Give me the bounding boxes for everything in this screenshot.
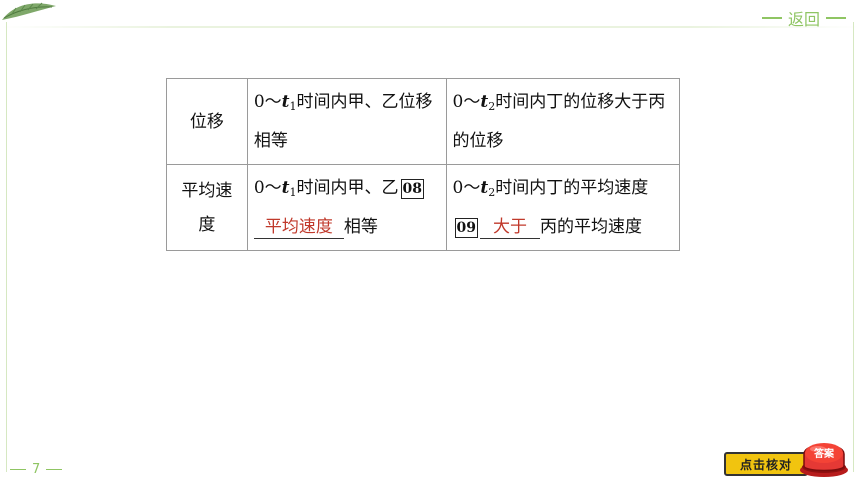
check-answer-button[interactable]: 点击核对 答案 <box>724 436 852 480</box>
time-variable: t <box>281 92 290 112</box>
page-frame <box>6 22 854 472</box>
comparison-table: 位移 0～t1时间内甲、乙位移相等 0～t2时间内丁的位移大于丙的位移 平均速度… <box>166 78 681 251</box>
cell-text: 时间内丁的位移大于丙的位移 <box>452 92 666 151</box>
blank-number-08: 08 <box>400 178 424 199</box>
leaf-decoration-icon <box>2 2 56 20</box>
cell-displacement-jia-yi: 0～t1时间内甲、乙位移相等 <box>246 78 447 165</box>
back-button[interactable]: 返回 <box>761 6 846 30</box>
time-subscript: 1 <box>289 186 297 199</box>
check-answer-bar[interactable]: 点击核对 <box>724 452 808 476</box>
cell-suffix: 丙的平均速度 <box>540 217 642 237</box>
blank-number-09: 09 <box>454 217 478 238</box>
cell-text: 时间内丁的平均速度 <box>495 178 649 198</box>
page-number-value: 7 <box>32 462 41 477</box>
time-subscript: 2 <box>488 186 496 199</box>
cell-text: 时间内甲、乙位移相等 <box>253 92 433 151</box>
cell-suffix: 相等 <box>343 217 378 237</box>
header-rule <box>0 26 860 28</box>
time-subscript: 1 <box>289 100 297 113</box>
answer-blank-09[interactable]: 大于 <box>480 216 540 239</box>
time-variable: t <box>480 92 489 112</box>
page-dash-left <box>10 469 26 470</box>
answer-blank-08[interactable]: 平均速度 <box>253 216 344 239</box>
page-number: 7 <box>10 462 63 477</box>
back-dash-left <box>761 17 782 19</box>
answer-badge-label: 答案 <box>813 447 835 460</box>
page-dash-right <box>46 469 63 470</box>
time-variable: t <box>281 178 290 198</box>
interval-prefix: 0～ <box>452 178 481 198</box>
interval-prefix: 0～ <box>253 92 282 112</box>
back-dash-right <box>826 17 846 19</box>
interval-prefix: 0～ <box>452 92 481 112</box>
row-label-displacement: 位移 <box>166 78 248 165</box>
cell-text: 时间内甲、乙 <box>296 178 399 198</box>
cell-displacement-bing-ding: 0～t2时间内丁的位移大于丙的位移 <box>445 78 681 165</box>
time-subscript: 2 <box>488 100 496 113</box>
time-variable: t <box>480 178 489 198</box>
table-row: 位移 0～t1时间内甲、乙位移相等 0～t2时间内丁的位移大于丙的位移 <box>166 78 681 165</box>
interval-prefix: 0～ <box>253 178 282 198</box>
answer-badge-icon[interactable]: 答案 <box>798 436 850 478</box>
back-label: 返回 <box>787 10 820 29</box>
row-label-average-velocity: 平均速度 <box>166 164 248 251</box>
